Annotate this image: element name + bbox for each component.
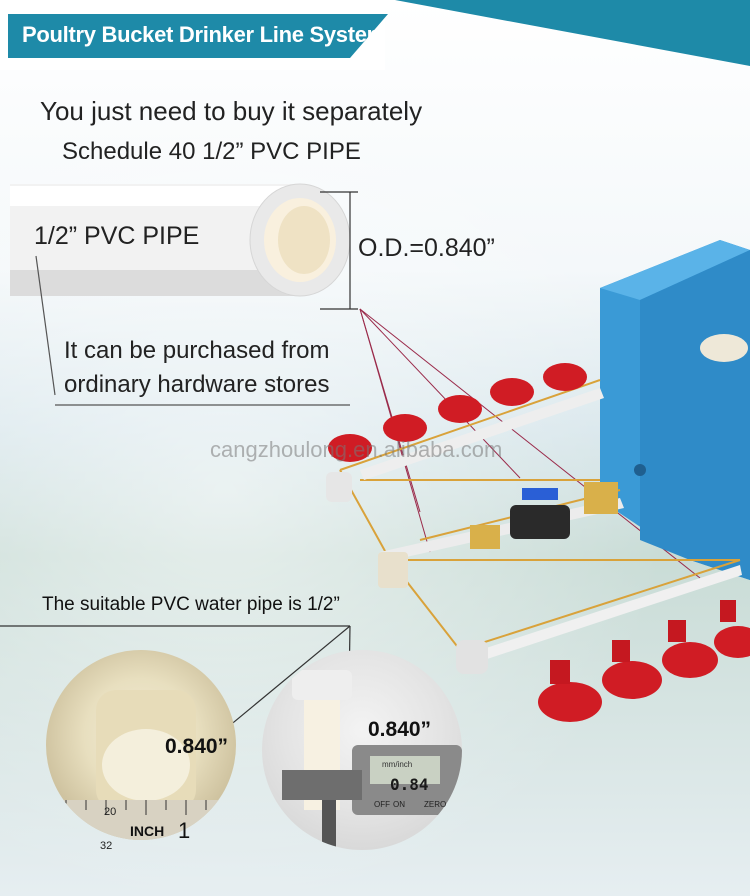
headline-line-2: Schedule 40 1/2” PVC PIPE	[62, 138, 361, 165]
caliper-reading: 0.84	[390, 775, 429, 794]
ruler-inch-label: INCH	[130, 823, 165, 839]
measurement-right: 0.840”	[368, 718, 432, 741]
note-line-2: ordinary hardware stores	[64, 371, 330, 398]
od-bracket	[320, 191, 358, 310]
ruler-mark-bottom: 32	[100, 840, 113, 852]
caliper-off-label: OFF	[374, 800, 390, 809]
caliper-unit: mm/inch	[382, 760, 413, 769]
pipe-label: 1/2” PVC PIPE	[34, 222, 200, 250]
caliper-photo	[262, 650, 462, 850]
watermark: cangzhoulong.en.alibaba.com	[210, 437, 503, 462]
title: Poultry Bucket Drinker Line System	[22, 22, 386, 47]
title-banner	[8, 14, 388, 58]
cups-upper	[328, 363, 587, 462]
lower-pipe	[456, 565, 742, 674]
corner-accent	[395, 0, 750, 66]
ruler-inch-number: 1	[178, 818, 191, 843]
note-leader	[35, 255, 350, 406]
upper-pipe	[326, 388, 604, 502]
caliper-on-label: ON	[393, 800, 405, 809]
middle-pipe	[378, 482, 624, 588]
bucket-illustration	[600, 240, 750, 580]
pvc-pipe-illustration	[10, 183, 351, 297]
od-label: O.D.=0.840”	[358, 234, 495, 262]
caliper-zero-label: ZERO	[424, 800, 447, 809]
ruler-mark-top: 20	[104, 806, 117, 818]
suitable-pipe-text: The suitable PVC water pipe is 1/2”	[42, 594, 340, 615]
cups-lower	[538, 600, 750, 722]
note-line-1: It can be purchased from	[64, 337, 330, 364]
headline-line-1: You just need to buy it separately	[40, 96, 423, 126]
measurement-left: 0.840”	[165, 735, 229, 758]
